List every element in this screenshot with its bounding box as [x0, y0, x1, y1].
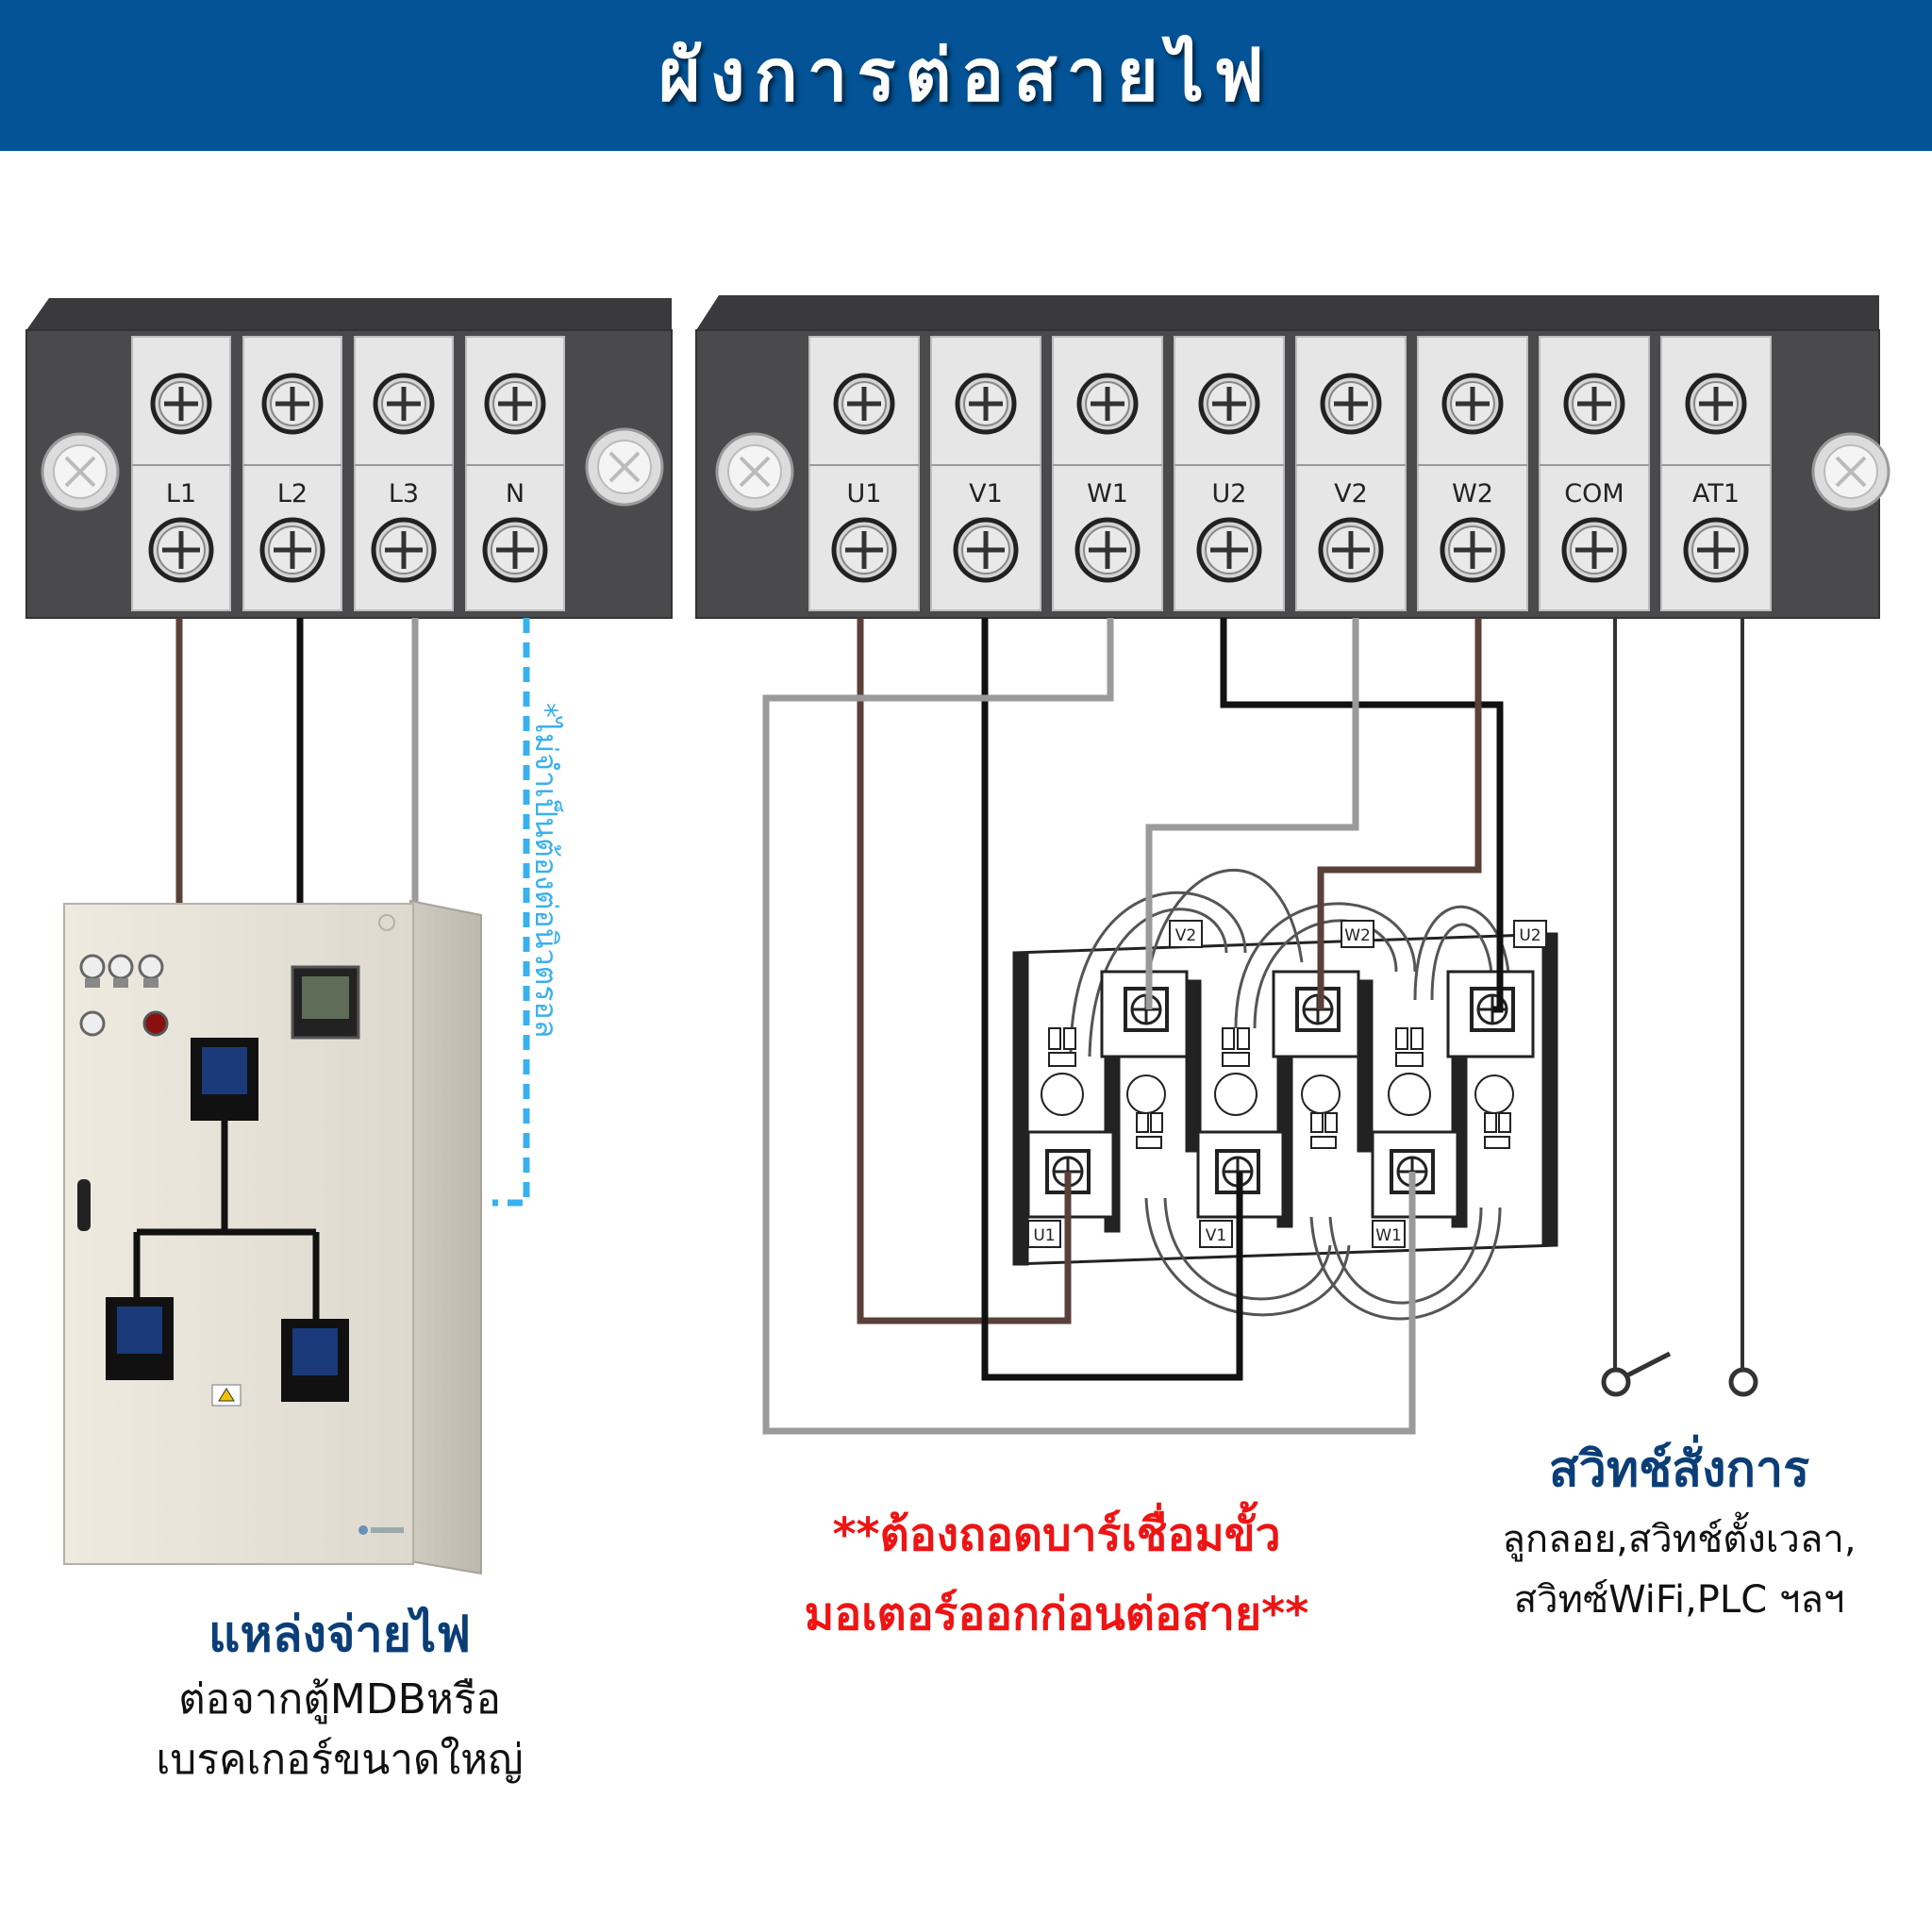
terminal-screw-icon — [259, 517, 325, 583]
control-switch-desc-line1: ลูกลอย,สวิทช์ตั้งเวลา, — [1502, 1518, 1857, 1561]
terminal-screw-icon — [261, 373, 324, 435]
terminal-com: COM — [1539, 336, 1650, 611]
motor-label-text: V2 — [1175, 926, 1196, 945]
terminal-screw-icon — [482, 517, 548, 583]
terminal-screw-icon — [1320, 373, 1382, 435]
terminal-screw-icon — [953, 517, 1019, 583]
terminal-v1: V1 — [930, 336, 1041, 611]
output-terminal-block: U1 V1 W1 U2 V2 W2 COM AT1 — [695, 295, 1890, 619]
terminal-screw-icon — [1076, 373, 1139, 435]
terminal-screw-icon — [1074, 517, 1141, 583]
terminal-label: N — [506, 479, 525, 508]
wire-v1-black — [981, 618, 1243, 1381]
terminal-v2: V2 — [1295, 336, 1407, 611]
motor-terminal-label: U1 — [1027, 1220, 1061, 1248]
terminal-screw-icon — [484, 373, 546, 435]
terminal-screw-icon — [1441, 373, 1504, 435]
control-switch-description: ลูกลอย,สวิทช์ตั้งเวลา, สวิทซ์WiFi,PLC ฯล… — [1424, 1509, 1932, 1630]
wire-w1-grey — [762, 618, 1416, 1435]
motor-label-text: W1 — [1375, 1226, 1402, 1245]
terminal-label: AT1 — [1692, 479, 1740, 508]
terminal-screw-icon — [371, 517, 437, 583]
motor-terminal-label: U2 — [1513, 920, 1547, 948]
terminal-label: U1 — [847, 479, 882, 508]
terminal-label: U2 — [1212, 479, 1247, 508]
control-switch-desc-line2: สวิทซ์WiFi,PLC ฯลฯ — [1513, 1578, 1845, 1622]
wire-n-dashed — [492, 618, 530, 1207]
terminal-screw-icon — [1440, 517, 1506, 583]
terminal-n: N — [465, 336, 565, 611]
wire-w2-brown — [1317, 618, 1482, 1009]
motor-terminal-label: W2 — [1341, 920, 1374, 948]
terminal-screw-icon — [833, 373, 895, 435]
motor-terminal-label: V2 — [1169, 920, 1203, 948]
neutral-note: *ไม่จำเป็นต้องต่อนิวตรอล — [528, 703, 564, 1039]
terminal-label: L3 — [389, 479, 419, 508]
power-source-desc-line1: ต่อจากตู้MDBหรือ — [178, 1675, 501, 1724]
mount-screw-right — [585, 427, 664, 507]
mount-screw-right — [1811, 432, 1890, 511]
terminal-screw-icon — [373, 373, 435, 435]
mount-screw-left — [41, 432, 120, 511]
power-source-description: ต่อจากตู้MDBหรือ เบรคเกอร์ขนาดใหญ่ — [75, 1670, 604, 1790]
motor-label-text: U1 — [1033, 1226, 1055, 1245]
terminal-screw-icon — [955, 373, 1017, 435]
terminal-u1: U1 — [808, 336, 920, 611]
terminal-label: L1 — [166, 479, 196, 508]
terminal-label: W2 — [1452, 479, 1493, 508]
terminal-l3: L3 — [354, 336, 454, 611]
terminal-label: W1 — [1087, 479, 1128, 508]
terminal-label: L2 — [277, 479, 308, 508]
terminal-screw-icon — [1198, 373, 1260, 435]
input-wires — [175, 618, 530, 1207]
terminal-screw-icon — [148, 517, 214, 583]
control-switch-title: สวิทช์สั่งการ — [1548, 1441, 1810, 1498]
terminal-label: COM — [1564, 479, 1624, 508]
motor-terminal-label: W1 — [1372, 1220, 1406, 1248]
output-wires — [762, 618, 1744, 1435]
terminal-w1: W1 — [1052, 336, 1163, 611]
motor-label-text: W2 — [1344, 926, 1371, 945]
mount-screw-left — [715, 432, 794, 511]
control-switch-symbol — [1601, 1351, 1758, 1397]
power-source-title: แหล่งจ่ายไฟ — [208, 1607, 472, 1663]
warning-line1: **ต้องถอดบาร์เชื่อมขั้ว — [832, 1508, 1281, 1561]
terminal-l1: L1 — [131, 336, 231, 611]
motor-terminal-label: V1 — [1199, 1220, 1233, 1248]
motor-label-text: V1 — [1206, 1226, 1226, 1245]
terminal-screw-icon — [150, 373, 212, 435]
terminal-screw-icon — [1196, 517, 1262, 583]
warning-line2: มอเตอร์ออกก่อนต่อสาย** — [804, 1588, 1309, 1641]
power-source-desc-line2: เบรคเกอร์ขนาดใหญ่ — [156, 1736, 524, 1784]
terminal-screw-icon — [1561, 517, 1627, 583]
terminal-l2: L2 — [242, 336, 342, 611]
mdb-cabinet-image — [63, 899, 482, 1575]
wire-u2-black — [1220, 618, 1504, 1013]
header-bar: ผังการต่อสายไฟ — [0, 0, 1932, 151]
input-terminal-block: L1 L2 L3 N — [25, 298, 673, 619]
terminal-at1: AT1 — [1660, 336, 1772, 611]
terminal-label: V1 — [969, 479, 1003, 508]
wire-v2-grey — [1145, 618, 1359, 1009]
terminal-screw-icon — [831, 517, 897, 583]
terminal-label: V2 — [1334, 479, 1368, 508]
terminal-screw-icon — [1685, 373, 1747, 435]
terminal-w2: W2 — [1417, 336, 1528, 611]
page-title: ผังการต่อสายไฟ — [658, 33, 1274, 117]
terminal-screw-icon — [1318, 517, 1384, 583]
terminal-screw-icon — [1683, 517, 1749, 583]
terminal-screw-icon — [1563, 373, 1625, 435]
wire-u1-brown — [857, 618, 1072, 1324]
warning-note: **ต้องถอดบาร์เชื่อมขั้ว มอเตอร์ออกก่อนต่… — [698, 1495, 1415, 1654]
terminal-u2: U2 — [1174, 336, 1285, 611]
motor-label-text: U2 — [1519, 926, 1541, 945]
